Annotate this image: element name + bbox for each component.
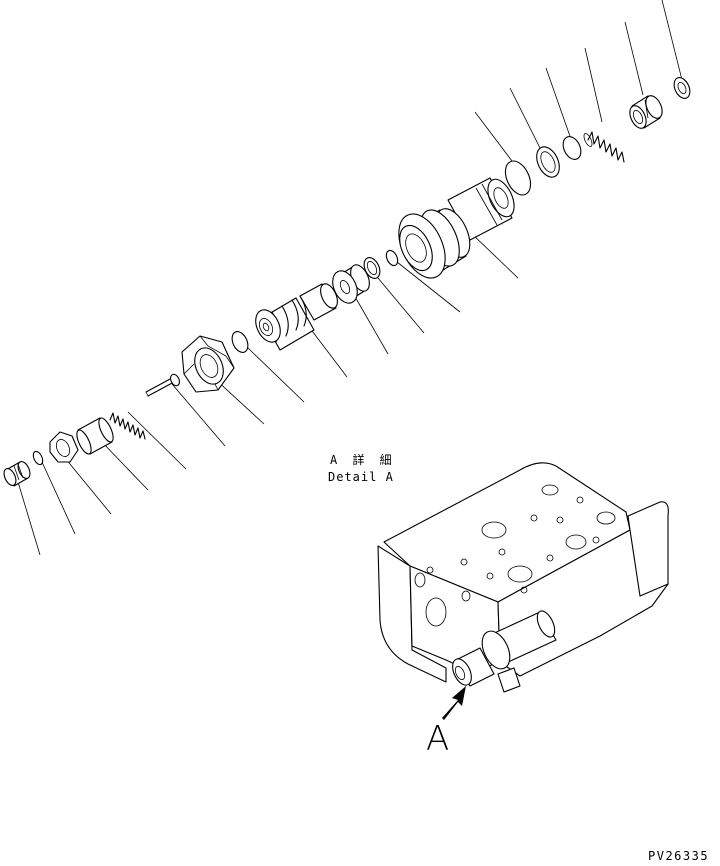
leader-line-2 xyxy=(624,21,644,96)
part-o-ring-4 xyxy=(562,136,582,160)
part-spring-lower xyxy=(109,412,146,440)
leader-line-12 xyxy=(247,347,305,403)
detail-title: A 詳 細 xyxy=(330,452,396,467)
leader-line-7 xyxy=(469,231,519,279)
part-spring-upper xyxy=(583,131,625,163)
leader-line-13 xyxy=(213,377,265,425)
leader-line-16 xyxy=(99,439,149,491)
part-spool xyxy=(255,283,338,351)
exploded-parts xyxy=(3,77,691,487)
leader-line-1 xyxy=(661,0,683,81)
leader-line-3 xyxy=(584,47,603,123)
leader-line-9 xyxy=(372,271,425,334)
part-o-ring-small-a xyxy=(385,249,399,267)
leader-line-14 xyxy=(171,383,226,447)
part-tube xyxy=(76,417,114,455)
leader-line-15 xyxy=(127,411,187,470)
part-o-ring-small-b xyxy=(32,450,44,466)
leader-line-4 xyxy=(545,67,573,143)
part-plug xyxy=(3,461,31,487)
part-sleeve xyxy=(629,95,663,129)
part-washer-small xyxy=(673,77,691,99)
part-piston xyxy=(332,264,370,304)
leader-line-19 xyxy=(17,481,41,556)
part-hex-nut-small xyxy=(49,431,79,463)
part-pin xyxy=(145,373,180,397)
view-arrow-label: A xyxy=(426,719,449,759)
leader-line-17 xyxy=(64,457,112,515)
part-hex-nut-large xyxy=(181,335,235,393)
part-o-ring-12 xyxy=(231,331,249,353)
leader-line-5 xyxy=(509,87,543,153)
valve-block-assembly xyxy=(377,462,669,693)
part-ring xyxy=(363,257,381,279)
part-cartridge-body xyxy=(398,177,515,279)
leader-line-18 xyxy=(41,461,76,535)
detail-subtitle: Detail A xyxy=(328,470,394,484)
part-backup-ring xyxy=(536,146,560,178)
view-arrow-icon xyxy=(442,686,466,720)
part-o-ring-large xyxy=(504,160,532,196)
drawing-number: PV26335 xyxy=(648,849,709,863)
leader-line-6 xyxy=(474,111,516,166)
leader-line-8 xyxy=(391,257,461,313)
